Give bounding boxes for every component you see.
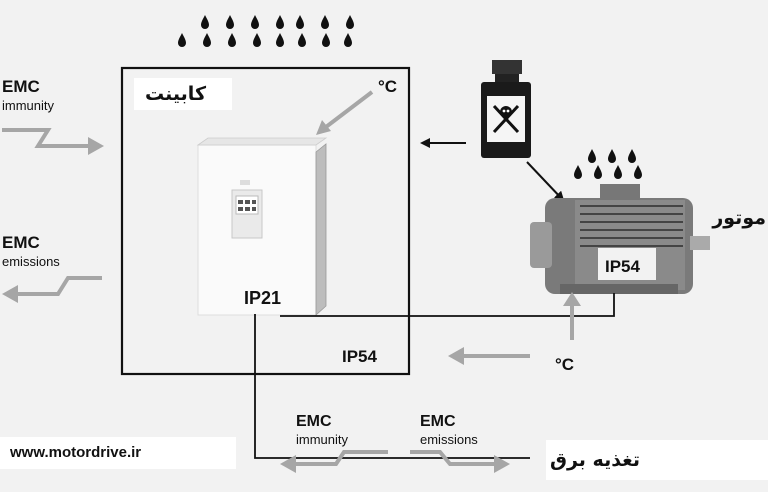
cabinet-label: کابینت [145, 83, 206, 105]
website-link[interactable]: www.motordrive.ir [10, 444, 142, 461]
cabinet-box [120, 66, 411, 376]
temp-arrow-cabinet-head [316, 120, 331, 135]
motor-label-box: موتور [694, 198, 768, 238]
motor-label: موتور [712, 207, 766, 229]
emc-emissions-left-head [2, 285, 18, 303]
emc-immunity-bottom-head [280, 455, 296, 473]
water-drops-motor [574, 149, 642, 179]
emc-emissions-left-sub: emissions [2, 254, 60, 269]
emc-emissions-bottom-sub: emissions [420, 432, 478, 447]
emc-immunity-left-title: EMC [2, 77, 40, 96]
emc-immunity-left-head [88, 137, 104, 155]
website-box: www.motordrive.ir [0, 437, 236, 469]
water-drop-icon [178, 15, 354, 47]
power-cable [254, 314, 530, 459]
chemical-arrow-motor [526, 161, 565, 202]
emc-emissions-left-title: EMC [2, 233, 40, 252]
motor-icon [530, 184, 710, 294]
lightning-arrow-icon [296, 450, 372, 466]
emc-immunity-bottom-title: EMC [296, 413, 332, 430]
motor-cable [280, 293, 615, 317]
cabinet-label-box: کابینت [134, 78, 232, 110]
temp-arrow-cabinet [320, 90, 374, 132]
motor-ip-rating: IP54 [605, 257, 641, 276]
emc-emissions-bottom-title: EMC [420, 413, 456, 430]
motor-temp-label: °C [555, 355, 574, 374]
drive-unit [196, 137, 328, 316]
ambient-arrow-head [448, 347, 464, 365]
water-drops-cabinet [178, 15, 354, 47]
temp-arrow-motor-head [563, 292, 581, 306]
drive-ip-rating: IP21 [244, 288, 281, 308]
power-supply-label-box: تغذیه برق [546, 440, 768, 480]
lightning-arrow-icon [16, 276, 102, 296]
emc-immunity-left-sub: immunity [2, 98, 55, 113]
emc-immunity-bottom-sub: immunity [296, 432, 349, 447]
poison-bottle-icon [481, 60, 531, 158]
lightning-arrow-icon [410, 450, 494, 466]
cabinet-temp-label: °C [378, 77, 397, 96]
cabinet-ip-rating: IP54 [342, 347, 378, 366]
power-supply-label: تغذیه برق [550, 449, 641, 471]
lightning-arrow-icon [2, 128, 88, 148]
emc-emissions-bottom-head [494, 455, 510, 473]
